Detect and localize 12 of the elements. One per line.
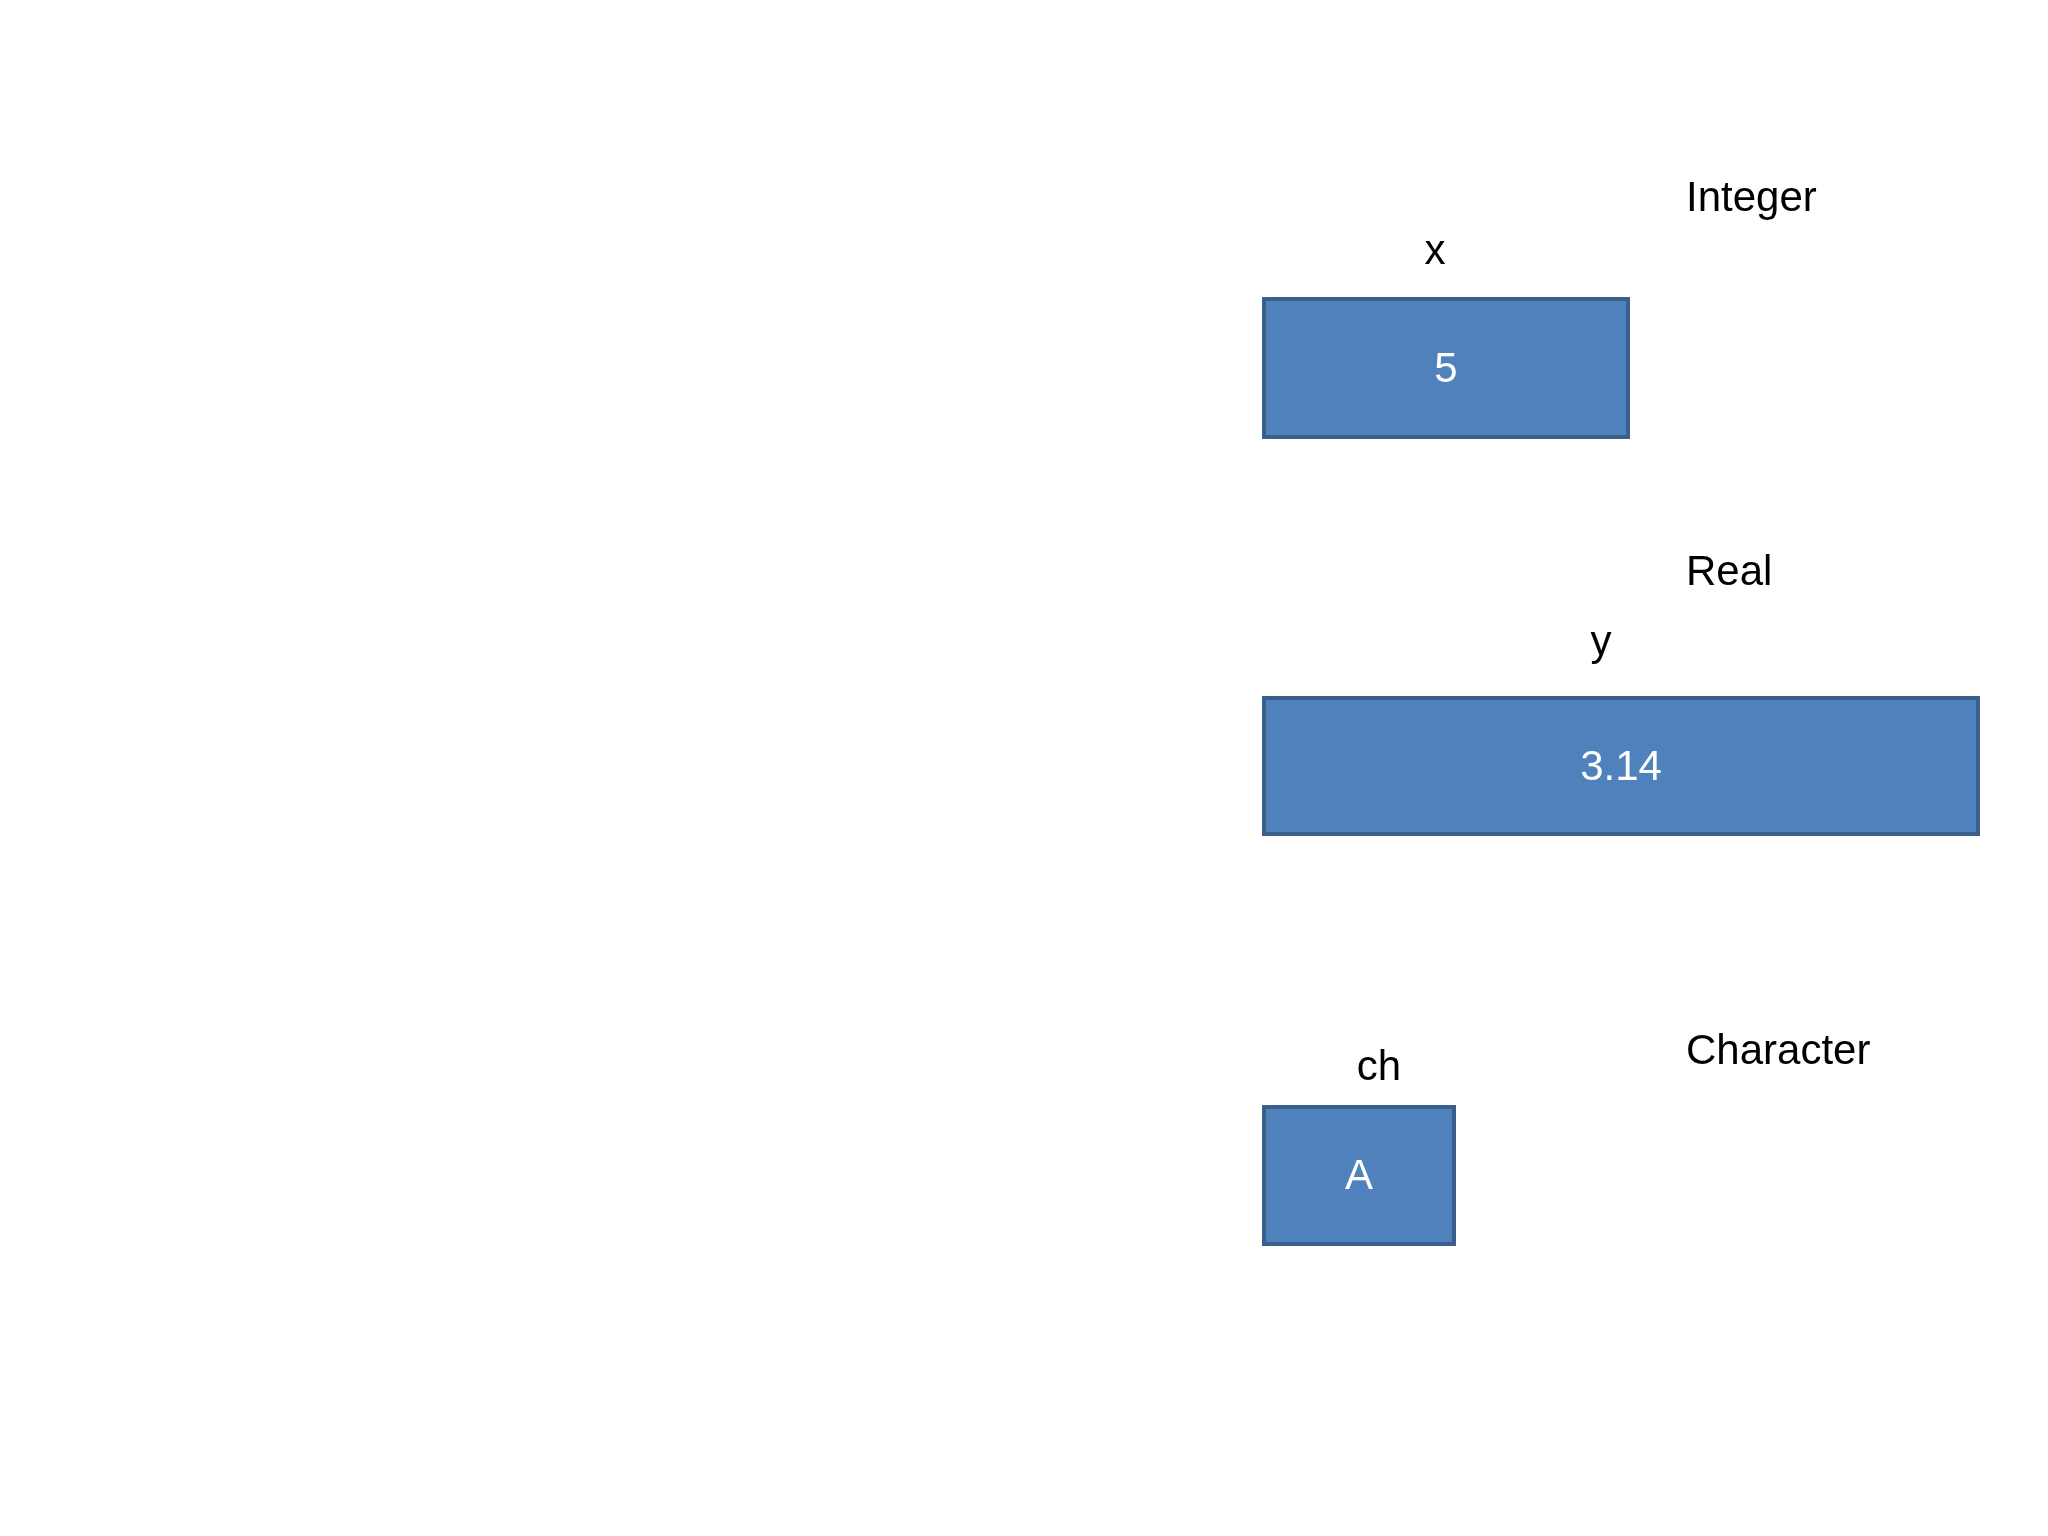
variable-name: ch — [1356, 1041, 1402, 1091]
value-text: 3.14 — [1580, 741, 1662, 791]
type-label: Character — [1686, 1025, 1871, 1075]
value-box — [1262, 696, 1980, 836]
value-text: 5 — [1434, 343, 1458, 393]
value-box — [1262, 297, 1630, 439]
value-text: A — [1345, 1151, 1373, 1200]
type-label: Integer — [1686, 172, 1817, 222]
variable-name: y — [1590, 616, 1612, 666]
type-label: Real — [1686, 546, 1773, 596]
value-box — [1262, 1105, 1456, 1246]
variable-name: x — [1424, 225, 1446, 275]
